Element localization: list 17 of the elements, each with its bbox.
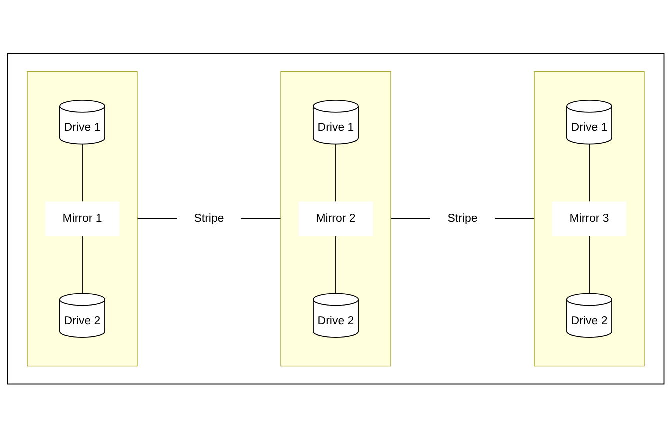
node-box: Mirror 2 bbox=[298, 202, 374, 236]
cluster bbox=[27, 71, 138, 367]
connector bbox=[589, 144, 590, 202]
cluster bbox=[534, 71, 645, 367]
connector bbox=[82, 144, 83, 202]
connector bbox=[137, 218, 178, 220]
node-text: Stripe bbox=[448, 212, 478, 225]
node-text: Stripe bbox=[194, 212, 224, 225]
connector bbox=[494, 218, 535, 220]
node-box: Mirror 3 bbox=[552, 202, 627, 236]
connector bbox=[390, 218, 431, 220]
node-box: Mirror 1 bbox=[45, 202, 120, 236]
connector bbox=[589, 236, 590, 294]
connector bbox=[82, 236, 83, 294]
connector bbox=[241, 218, 282, 220]
cluster bbox=[7, 53, 665, 385]
cluster bbox=[280, 71, 392, 367]
